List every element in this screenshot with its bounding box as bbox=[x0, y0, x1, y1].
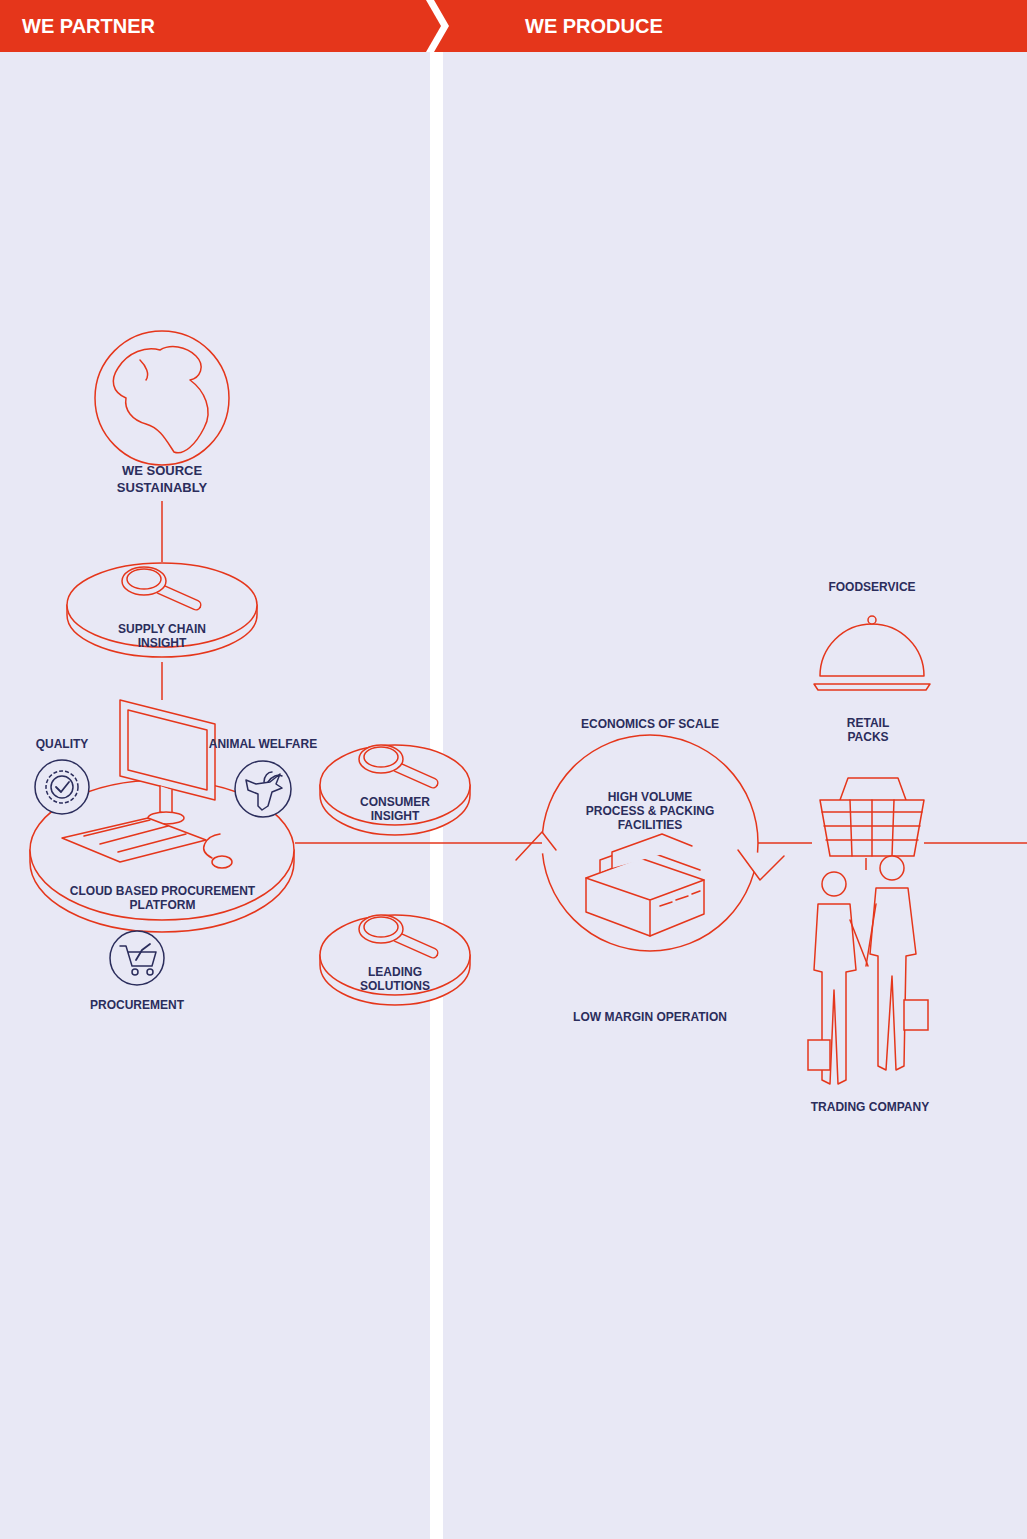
keyboard-keys bbox=[84, 820, 186, 852]
cart-wheel bbox=[147, 969, 153, 975]
connector-line bbox=[865, 858, 867, 870]
magnifier-rim bbox=[359, 745, 403, 773]
magnifier-glass bbox=[364, 917, 398, 937]
connector-line bbox=[295, 842, 542, 844]
globe-coast bbox=[140, 360, 148, 380]
header-text: WE PARTNER bbox=[22, 14, 322, 38]
produce-panel bbox=[443, 52, 1027, 1539]
quality-icon bbox=[35, 760, 89, 814]
keyboard bbox=[62, 818, 206, 862]
magnifier-rim bbox=[122, 567, 166, 595]
node-label: WE SOURCE SUSTAINABLY bbox=[102, 462, 222, 496]
icon-badge: QUALITY bbox=[20, 737, 104, 817]
animal-welfare-icon bbox=[235, 761, 291, 817]
magnifier-handle-inner bbox=[397, 937, 433, 953]
person-head bbox=[880, 856, 904, 880]
person-head bbox=[822, 872, 846, 896]
mouse-cord bbox=[204, 834, 220, 858]
monitor-screen bbox=[128, 710, 207, 790]
node-label: PROCUREMENT bbox=[85, 998, 189, 1012]
cloche bbox=[820, 624, 924, 676]
header-band: WE PRODUCE bbox=[443, 0, 1027, 52]
factory-windows bbox=[660, 891, 700, 906]
basket-weave bbox=[822, 800, 922, 856]
monitor-frame bbox=[120, 700, 215, 800]
magnifier-glass bbox=[127, 569, 161, 589]
node-label: CONSUMER INSIGHT bbox=[345, 795, 445, 823]
magnifier-glass bbox=[364, 747, 398, 767]
node-label: CLOUD BASED PROCUREMENT PLATFORM bbox=[53, 884, 273, 912]
basket-body bbox=[820, 800, 924, 856]
disc-top bbox=[320, 745, 470, 825]
caption-label: LOW MARGIN OPERATION bbox=[540, 1010, 760, 1024]
foodservice-icon: FOODSERVICE bbox=[808, 580, 936, 692]
retail-icon: RETAIL PACKS bbox=[812, 716, 924, 858]
magnifier-handle bbox=[160, 589, 196, 605]
connector-line bbox=[758, 842, 812, 844]
node-label: FOODSERVICE bbox=[812, 580, 932, 594]
disc-top bbox=[320, 915, 470, 995]
flow-line bbox=[924, 842, 1027, 844]
produce-header-band bbox=[434, 0, 1027, 52]
globe-node: WE SOURCE SUSTAINABLY bbox=[92, 329, 232, 501]
connector-line bbox=[161, 501, 163, 562]
briefcase bbox=[808, 1040, 830, 1070]
person-arm bbox=[850, 920, 868, 966]
cycle-arrowhead bbox=[516, 832, 556, 860]
partner-header-band bbox=[0, 0, 441, 52]
magnifier-rim bbox=[359, 915, 403, 943]
quality-check bbox=[56, 782, 69, 792]
factory-edges bbox=[586, 878, 704, 936]
plate bbox=[814, 684, 930, 690]
cart-wheel bbox=[132, 969, 138, 975]
node-label: QUALITY bbox=[24, 737, 100, 751]
node-label: SUPPLY CHAIN INSIGHT bbox=[107, 622, 217, 650]
quality-seal-inner bbox=[51, 776, 73, 798]
insight-disc: LEADING SOLUTIONS bbox=[320, 915, 470, 1005]
briefcase bbox=[904, 1000, 928, 1030]
node-label: RETAIL PACKS bbox=[838, 716, 898, 744]
magnifier-handle bbox=[397, 767, 433, 783]
cart-check bbox=[136, 944, 150, 960]
facility-cycle bbox=[542, 735, 758, 951]
person-body bbox=[870, 888, 916, 1070]
node-label: LEADING SOLUTIONS bbox=[345, 965, 445, 993]
cycle-arrowhead bbox=[738, 850, 784, 880]
globe bbox=[95, 331, 229, 465]
insight-disc: SUPPLY CHAIN INSIGHT bbox=[66, 562, 258, 662]
magnifier-handle bbox=[397, 937, 433, 953]
person-arm bbox=[866, 904, 876, 966]
header-text: WE PRODUCE bbox=[525, 14, 825, 38]
cow-horns bbox=[264, 772, 282, 782]
mouse bbox=[212, 856, 232, 868]
icon-badge: PROCUREMENT bbox=[81, 928, 193, 1012]
node-label: TRADING COMPANY bbox=[796, 1100, 944, 1114]
node-label: HIGH VOLUME PROCESS & PACKING FACILITIES bbox=[580, 790, 720, 832]
basket-handle bbox=[840, 778, 906, 800]
connector-line bbox=[161, 662, 163, 700]
insight-disc: CONSUMER INSIGHT bbox=[320, 745, 470, 835]
monitor-stand bbox=[160, 786, 172, 815]
header-band: WE PARTNER bbox=[0, 0, 426, 52]
globe-continents bbox=[113, 347, 208, 453]
cloche-knob bbox=[868, 616, 876, 624]
node-label: ANIMAL WELFARE bbox=[205, 737, 321, 751]
procurement-icon bbox=[110, 931, 164, 985]
caption-label: ECONOMICS OF SCALE bbox=[540, 717, 760, 731]
facility-circle: HIGH VOLUME PROCESS & PACKING FACILITIES bbox=[542, 735, 758, 951]
quality-seal bbox=[46, 771, 78, 803]
magnifier-handle-inner bbox=[160, 589, 196, 605]
factory-roof bbox=[612, 834, 692, 868]
magnifier-handle-inner bbox=[397, 767, 433, 783]
trading-icon: TRADING COMPANY bbox=[792, 870, 948, 1120]
platform-disc: CLOUD BASED PROCUREMENT PLATFORM bbox=[30, 700, 295, 930]
icon-badge: ANIMAL WELFARE bbox=[201, 737, 325, 819]
